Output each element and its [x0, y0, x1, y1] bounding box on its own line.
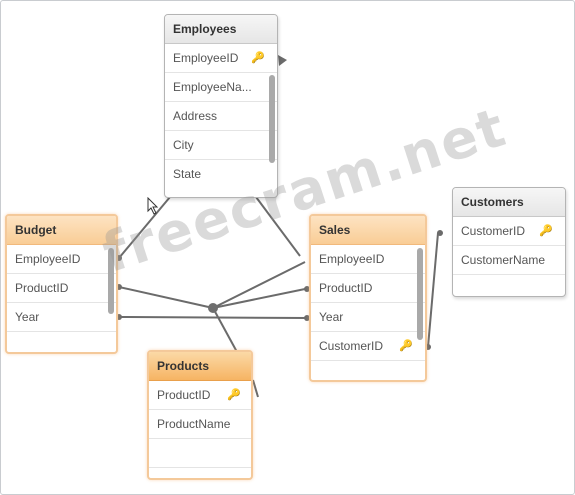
field-customers-customername[interactable]: CustomerName — [453, 246, 565, 275]
key-icon: 🔑 — [227, 389, 241, 401]
table-products[interactable]: Products ProductID🔑 ProductName — [147, 350, 253, 480]
field-employees-employeename[interactable]: EmployeeNa... — [165, 73, 277, 102]
table-sales-title[interactable]: Sales — [311, 216, 425, 245]
field-products-empty-row — [149, 439, 251, 468]
table-customers-title[interactable]: Customers — [453, 188, 565, 217]
table-sales[interactable]: Sales EmployeeID ProductID Year Customer… — [309, 214, 427, 382]
field-products-productid[interactable]: ProductID🔑 — [149, 381, 251, 410]
field-sales-productid[interactable]: ProductID — [311, 274, 425, 303]
field-budget-productid[interactable]: ProductID — [7, 274, 116, 303]
table-employees-title[interactable]: Employees — [165, 15, 277, 44]
key-icon: 🔑 — [251, 52, 265, 64]
field-customers-customerid[interactable]: CustomerID🔑 — [453, 217, 565, 246]
field-budget-year[interactable]: Year — [7, 303, 116, 332]
key-icon: 🔑 — [539, 225, 553, 237]
field-products-productname[interactable]: ProductName — [149, 410, 251, 439]
synthetic-key-node[interactable] — [208, 303, 218, 313]
table-budget-scrollbar[interactable] — [108, 248, 114, 314]
table-products-title[interactable]: Products — [149, 352, 251, 381]
mouse-pointer-icon — [147, 197, 159, 215]
field-sales-employeeid[interactable]: EmployeeID — [311, 245, 425, 274]
field-sales-year[interactable]: Year — [311, 303, 425, 332]
key-icon: 🔑 — [399, 340, 413, 352]
field-employees-city[interactable]: City — [165, 131, 277, 160]
field-employees-address[interactable]: Address — [165, 102, 277, 131]
table-budget[interactable]: Budget EmployeeID ProductID Year — [5, 214, 118, 354]
field-employees-state[interactable]: State — [173, 167, 202, 181]
field-employees-employeeid[interactable]: EmployeeID🔑 — [165, 44, 277, 73]
field-budget-employeeid[interactable]: EmployeeID — [7, 245, 116, 274]
table-employees[interactable]: Employees EmployeeID🔑 EmployeeNa... Addr… — [164, 14, 278, 198]
table-employees-scrollbar[interactable] — [269, 75, 275, 163]
table-sales-scrollbar[interactable] — [417, 248, 423, 340]
table-customers[interactable]: Customers CustomerID🔑 CustomerName — [452, 187, 566, 297]
table-budget-title[interactable]: Budget — [7, 216, 116, 245]
field-sales-customerid[interactable]: CustomerID🔑 — [311, 332, 425, 361]
